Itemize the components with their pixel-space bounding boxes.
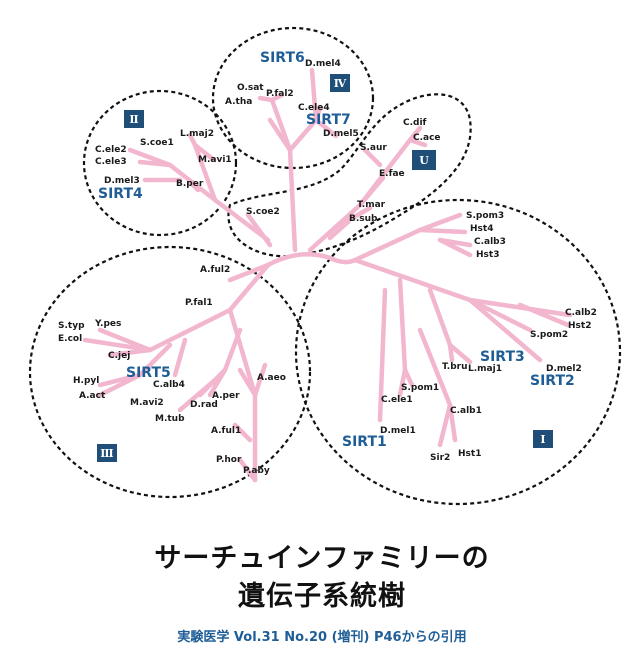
sirt-label: SIRT1 (342, 434, 387, 450)
badge-class-I-label: Ⅰ (540, 433, 545, 446)
leaf-label: D.mel1 (380, 426, 416, 436)
leaf-label: A.aeo (257, 373, 286, 383)
leaf-label: T.bru (442, 362, 467, 372)
leaf-label: S.pom1 (401, 383, 439, 393)
boundary-class-II (82, 89, 238, 237)
caption-title-line2: 遺伝子系統樹 (238, 581, 406, 612)
caption-citation: 実験医学 Vol.31 No.20 (増刊) P46からの引用 (177, 630, 467, 645)
badge-class-I: Ⅰ (533, 430, 553, 448)
leaf-label: Sir2 (430, 453, 450, 463)
leaf-label: E.fae (379, 169, 405, 179)
badge-class-II-label: Ⅱ (129, 113, 138, 126)
leaf-label: A.ful1 (211, 426, 241, 436)
leaf-label: P.fal2 (266, 89, 294, 99)
leaf-label: P.hor (216, 455, 242, 465)
tree-branches (82, 67, 573, 483)
phylogenetic-tree: Ⅱ Ⅳ U Ⅲ Ⅰ SIRT6 SIRT7 SIRT4 SIRT5 SIRT3 … (28, 26, 622, 506)
leaf-label: S.coe2 (246, 207, 280, 217)
leaf-label: T.mar (357, 200, 386, 210)
leaf-label: C.alb1 (450, 406, 482, 416)
leaf-label: C.alb3 (474, 237, 506, 247)
caption-title-line1: サーチュインファミリーの (154, 543, 490, 574)
sirt-label: SIRT6 (260, 50, 305, 66)
sirt-label: SIRT5 (126, 365, 171, 381)
leaf-label: B.per (176, 179, 204, 189)
leaf-label: C.dif (403, 118, 427, 128)
leaf-label: Hst1 (458, 449, 481, 459)
leaf-label: B.sub (349, 214, 378, 224)
leaf-labels: D.mel4 O.sat P.fal2 A.tha C.ele4 D.mel5 … (58, 59, 597, 476)
boundary-class-III (28, 245, 312, 499)
badge-class-U-label: U (419, 154, 429, 167)
leaf-label: M.tub (155, 414, 185, 424)
leaf-label: Hst2 (568, 321, 591, 331)
badge-class-U: U (412, 150, 436, 170)
boundary-class-I (294, 198, 622, 506)
leaf-label: C.ele3 (95, 157, 127, 167)
leaf-label: S.coe1 (140, 138, 174, 148)
leaf-label: O.sat (237, 83, 264, 93)
leaf-label: C.alb2 (565, 308, 597, 318)
leaf-label: M.avi2 (130, 398, 164, 408)
leaf-label: C.jej (108, 351, 130, 361)
leaf-label: A.ful2 (200, 265, 230, 275)
leaf-label: M.avi1 (198, 155, 232, 165)
leaf-label: S.typ (58, 321, 85, 331)
sirt-label: SIRT4 (98, 186, 143, 202)
leaf-label: H.pyl (73, 376, 99, 386)
leaf-label: A.per (212, 391, 240, 401)
leaf-label: P.fal1 (185, 298, 213, 308)
sirt-labels: SIRT6 SIRT7 SIRT4 SIRT5 SIRT3 SIRT2 SIRT… (98, 50, 575, 450)
leaf-label: L.maj2 (180, 129, 214, 139)
leaf-label: D.rad (190, 400, 218, 410)
sirt-label: SIRT2 (530, 373, 575, 389)
leaf-label: E.col (58, 334, 82, 344)
leaf-label: Hst4 (470, 224, 493, 234)
sirt-label: SIRT3 (480, 349, 525, 365)
leaf-label: C.ele2 (95, 145, 127, 155)
badge-class-II: Ⅱ (124, 110, 144, 128)
class-badges: Ⅱ Ⅳ U Ⅲ Ⅰ (97, 74, 553, 462)
leaf-label: D.mel4 (305, 59, 341, 69)
leaf-label: A.act (79, 391, 106, 401)
class-boundaries (28, 26, 622, 506)
badge-class-IV: Ⅳ (330, 74, 350, 92)
leaf-label: S.pom2 (530, 330, 568, 340)
sirt-label: SIRT7 (306, 112, 351, 128)
badge-class-IV-label: Ⅳ (334, 77, 347, 90)
leaf-label: S.aur (360, 143, 387, 153)
badge-class-III-label: Ⅲ (100, 447, 113, 460)
leaf-label: D.mel3 (104, 176, 140, 186)
leaf-label: S.pom3 (466, 211, 504, 221)
leaf-label: D.mel2 (546, 364, 582, 374)
leaf-label: C.ele1 (381, 395, 413, 405)
leaf-label: D.mel5 (323, 129, 359, 139)
leaf-label: Y.pes (94, 319, 121, 329)
leaf-label: P.aby (243, 466, 270, 476)
leaf-label: Hst3 (476, 250, 499, 260)
leaf-label: C.ace (413, 133, 441, 143)
leaf-label: A.tha (225, 97, 252, 107)
leaf-label: L.maj1 (468, 364, 502, 374)
leaf-label: C.alb4 (153, 380, 185, 390)
badge-class-III: Ⅲ (97, 444, 117, 462)
leaf-label: C.ele4 (298, 103, 330, 113)
